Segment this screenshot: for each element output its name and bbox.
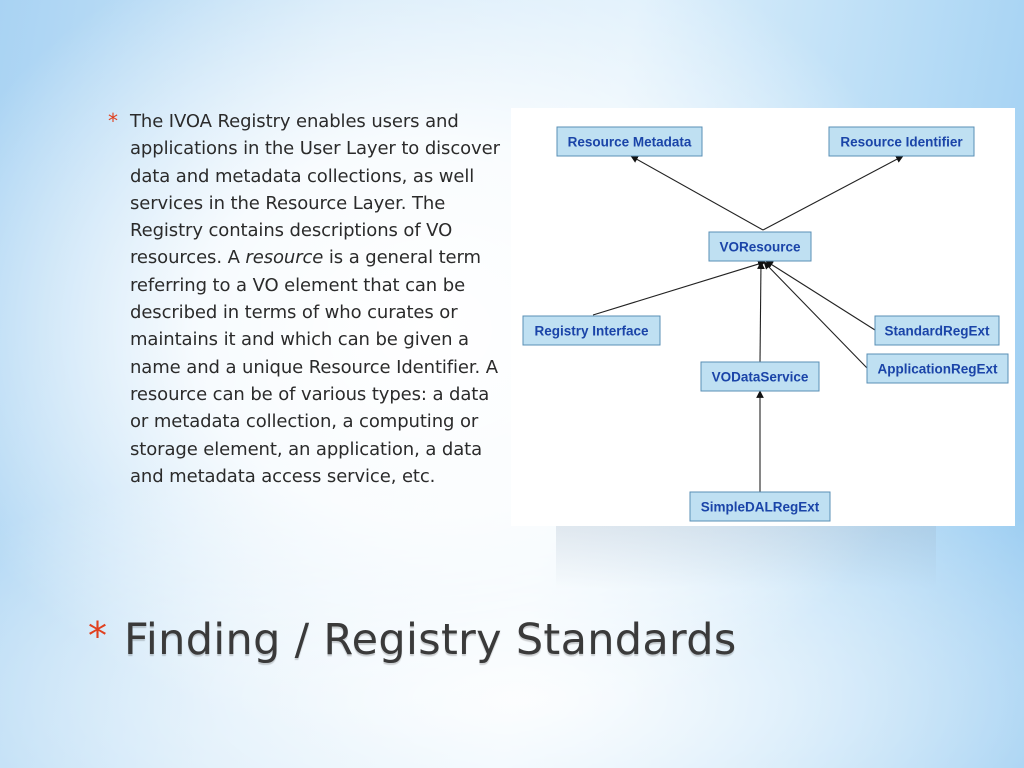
node-label-simple-dal-reg-ext: SimpleDALRegExt (701, 500, 820, 515)
bullet-text: The IVOA Registry enables users and appl… (130, 108, 503, 490)
node-standard-reg-ext: StandardRegExt (874, 315, 1000, 346)
edge-registry-interface-to-voresource (592, 260, 766, 316)
slide-title: * Finding / Registry Standards (88, 612, 988, 682)
node-label-application-reg-ext: ApplicationRegExt (877, 362, 998, 377)
node-label-resource-identifier: Resource Identifier (840, 135, 963, 150)
node-application-reg-ext: ApplicationRegExt (866, 353, 1009, 384)
node-label-resource-metadata: Resource Metadata (568, 135, 692, 150)
registry-diagram: Resource Metadata Resource Identifier VO… (511, 108, 1015, 526)
node-registry-interface: Registry Interface (522, 315, 661, 346)
node-resource-metadata: Resource Metadata (556, 126, 703, 157)
figure-shadow (556, 526, 936, 588)
node-resource-identifier: Resource Identifier (828, 126, 975, 157)
bullet-text-italic: resource (245, 247, 324, 269)
bullet-text-part-1: The IVOA Registry enables users and appl… (130, 111, 500, 269)
node-label-registry-interface: Registry Interface (534, 324, 649, 339)
node-label-voresource: VOResource (719, 240, 801, 255)
edge-standard-reg-ext-to-voresource (765, 260, 876, 331)
edge-application-reg-ext-to-voresource (763, 261, 868, 369)
bullet-point: * The IVOA Registry enables users and ap… (108, 108, 503, 490)
edge-vodataservice-to-voresource (757, 261, 765, 363)
edge-voresource-to-resource-identifier (762, 155, 904, 231)
bullet-marker: * (108, 109, 118, 133)
title-text: Finding / Registry Standards (124, 615, 737, 665)
registry-diagram-svg: Resource Metadata Resource Identifier VO… (522, 126, 1009, 522)
node-simple-dal-reg-ext: SimpleDALRegExt (689, 491, 831, 522)
edge-voresource-to-resource-metadata (630, 155, 764, 231)
node-vodataservice: VODataService (700, 361, 820, 392)
bullet-text-part-2: is a general term referring to a VO elem… (130, 247, 499, 487)
node-label-vodataservice: VODataService (712, 370, 809, 385)
node-label-standard-reg-ext: StandardRegExt (884, 324, 990, 339)
title-marker: * (88, 614, 107, 658)
node-voresource: VOResource (708, 231, 812, 262)
